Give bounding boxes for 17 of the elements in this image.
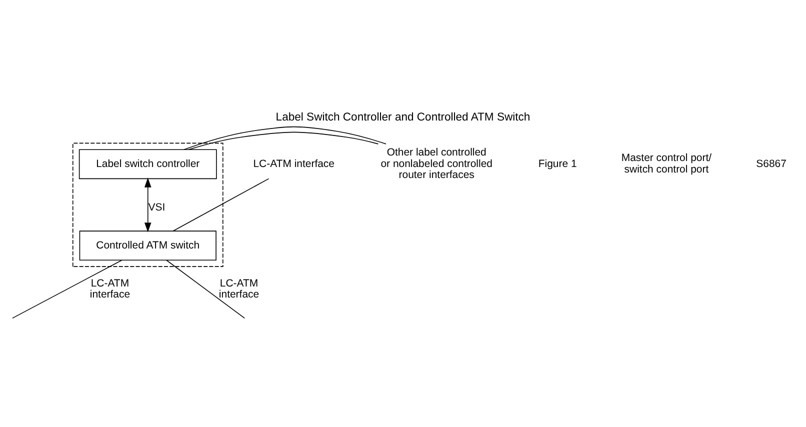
label: Figure 1	[538, 158, 577, 170]
arrow	[144, 178, 152, 232]
connector	[188, 132, 379, 150]
node-text: LC-ATM interface	[253, 158, 334, 170]
edge-label: LC-ATM interface	[90, 278, 130, 301]
node-text: Other label controlled or nonlabeled controlled router interfaces	[380, 148, 492, 182]
connector	[172, 178, 270, 232]
connector	[166, 260, 246, 319]
node-box: Controlled ATM switch	[79, 230, 216, 261]
node-box: Label switch controller	[78, 149, 217, 180]
cluster	[72, 142, 224, 267]
label: Master control port/ switch control port	[621, 153, 712, 176]
edge-label: VSI	[148, 202, 166, 214]
connector	[184, 126, 386, 150]
diagram-title: Label Switch Controller and Controlled ATM Switch	[276, 111, 530, 124]
edge-label: LC-ATM interface	[218, 278, 260, 301]
label: S6867	[756, 158, 786, 170]
